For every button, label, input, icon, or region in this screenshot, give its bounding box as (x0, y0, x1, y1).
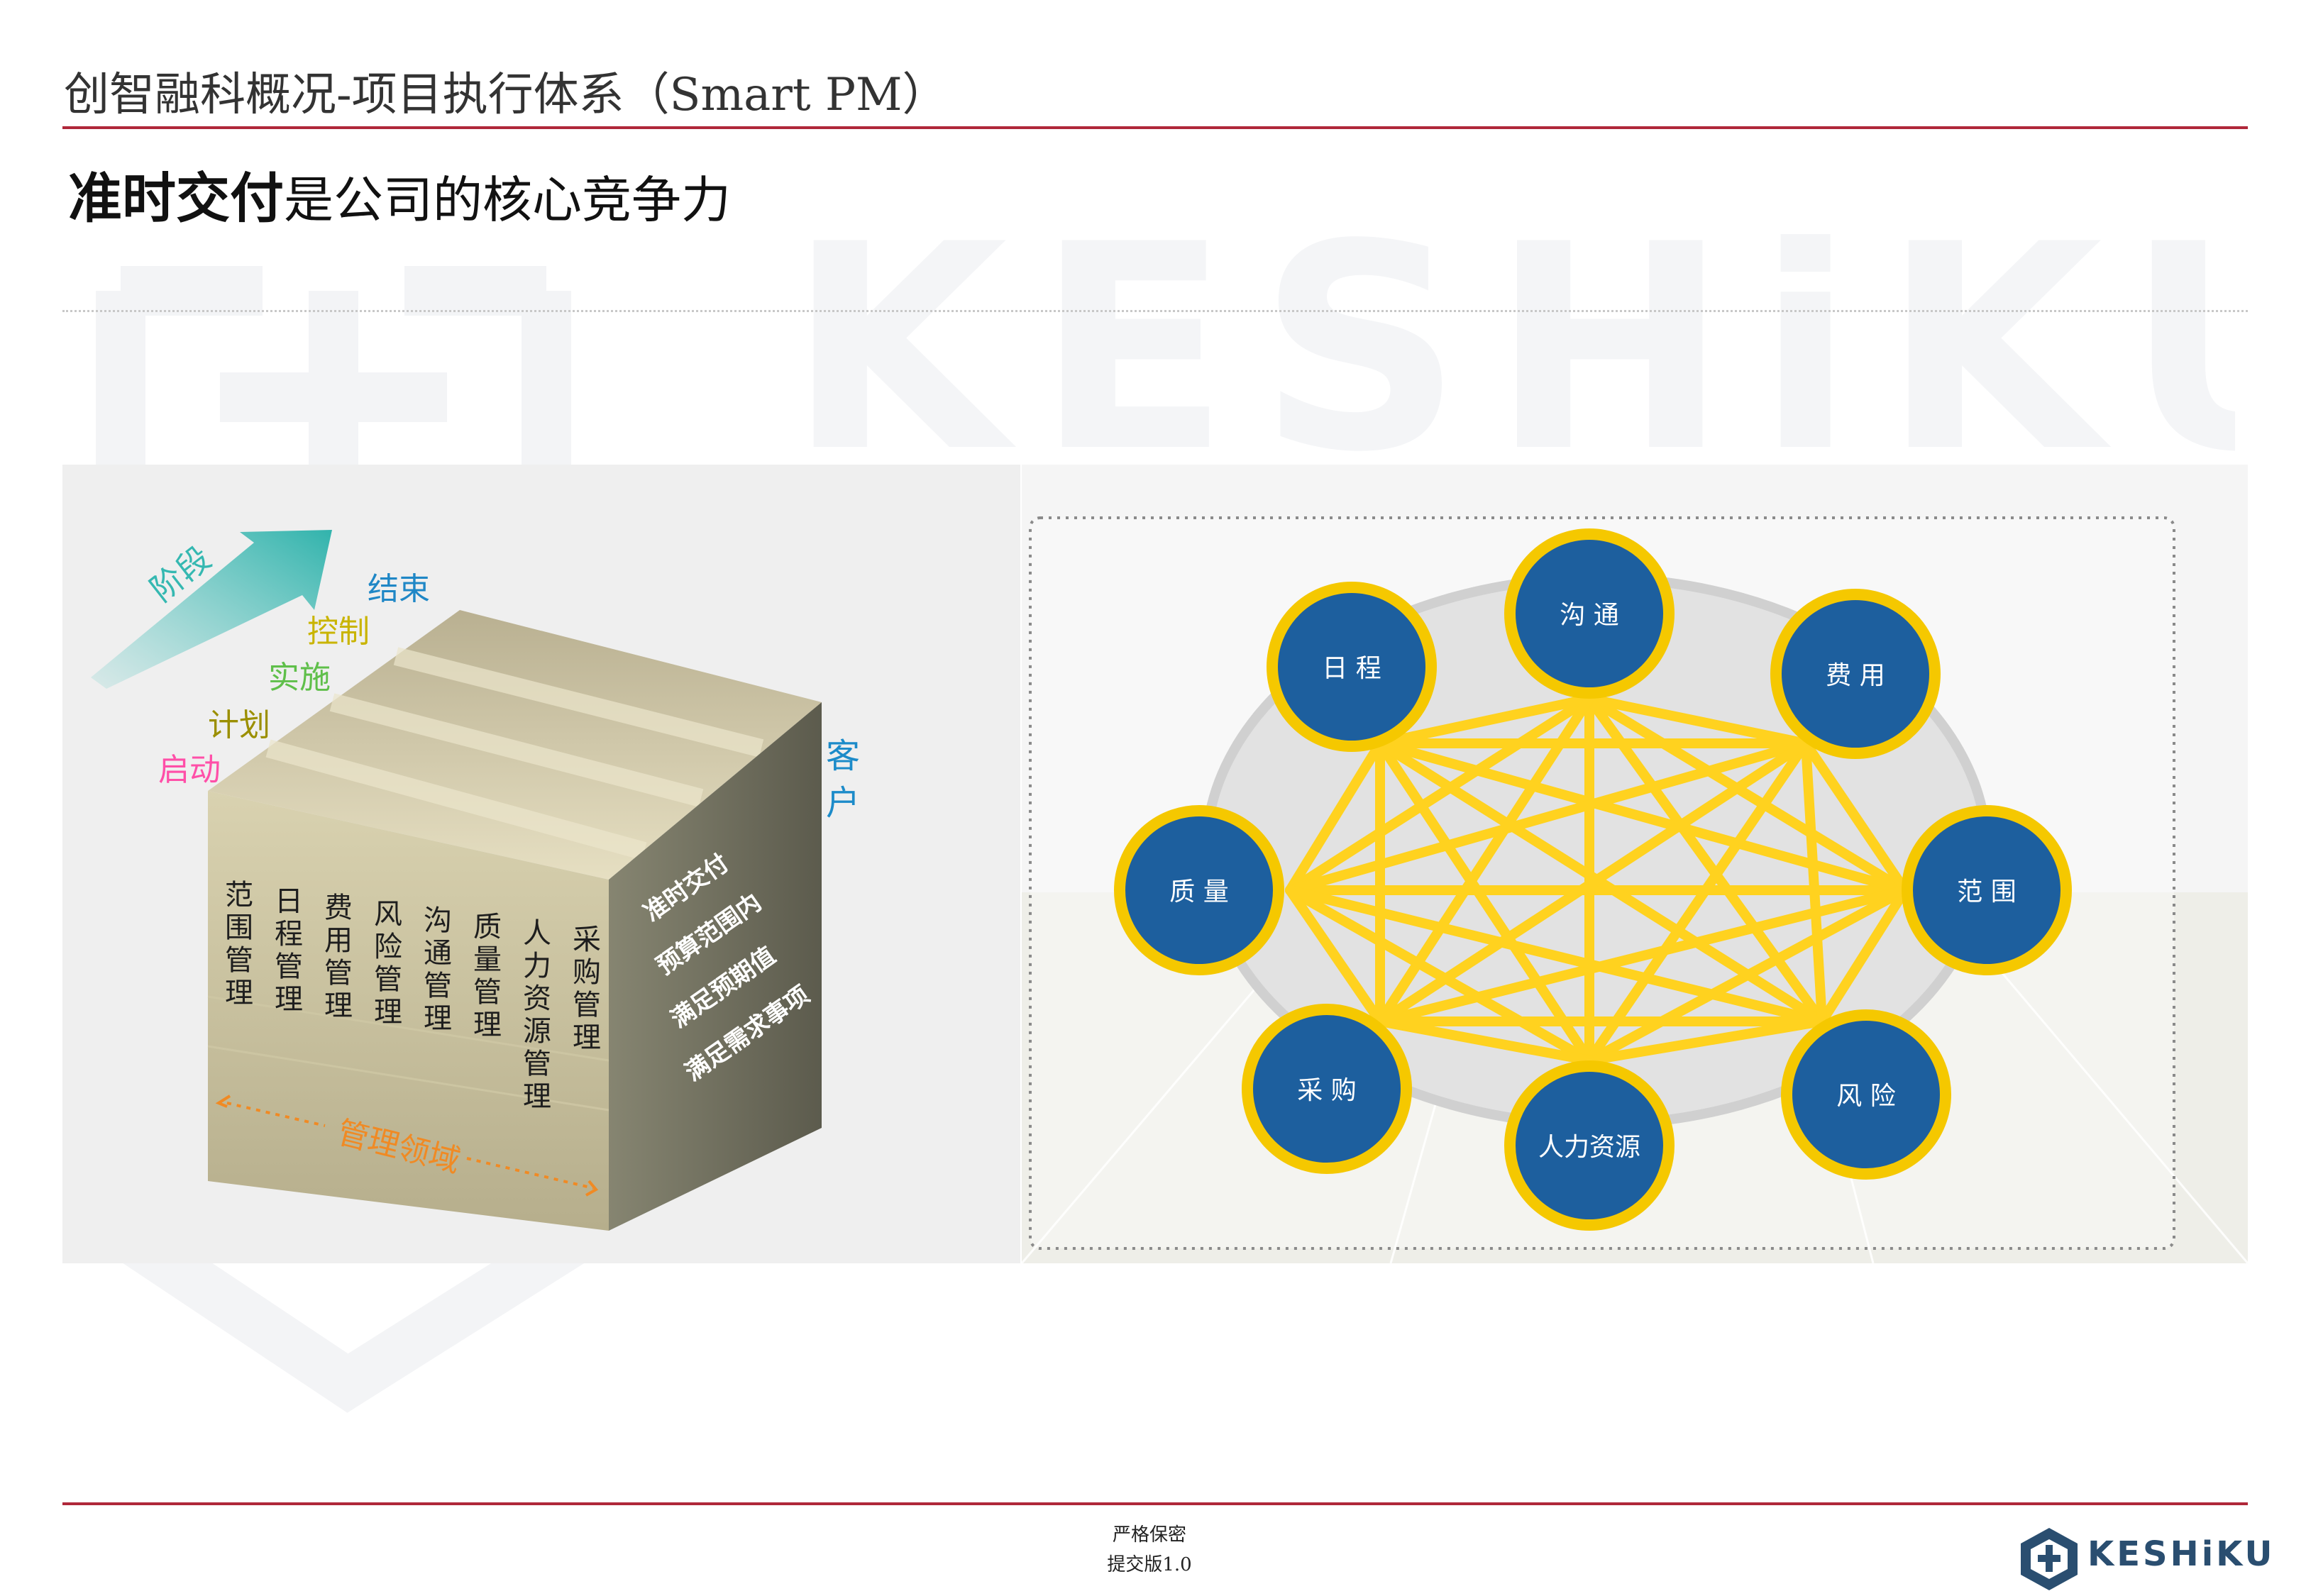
phase-label-control: 控制 (307, 614, 370, 650)
network-node (1902, 805, 2072, 975)
management-area-label: 风险管理 (369, 899, 402, 1029)
network-connector (1375, 694, 1594, 1026)
network-node (1781, 1009, 1951, 1180)
network-connector (1584, 1016, 1827, 1065)
network-connector (1584, 738, 1811, 1065)
network-connector (1375, 1016, 1594, 1065)
network-node (1242, 1004, 1412, 1174)
network-node-label: 日 程 (1322, 654, 1381, 683)
network-connector (1584, 694, 1910, 895)
subtitle-emphasis: 准时交付 (68, 167, 284, 230)
network-node (1114, 805, 1284, 975)
network-connector (1584, 694, 1811, 748)
footer-divider (62, 1502, 2248, 1505)
management-area-label: 日程管理 (270, 886, 302, 1016)
network-node (1267, 582, 1437, 752)
network-connector (1801, 738, 1910, 895)
network-connector (1817, 885, 1910, 1026)
network-connector (1285, 694, 1594, 895)
footer-confidential: 严格保密 (1112, 1524, 1186, 1546)
network-node-label: 费 用 (1826, 661, 1885, 690)
network-connector (1285, 885, 1385, 1026)
dotted-divider (62, 310, 2248, 312)
customer-label: 客户 (820, 738, 859, 831)
phase-label-execute: 实施 (268, 660, 331, 696)
keshiku-logo-icon (2021, 1528, 2078, 1590)
management-area-label: 费用管理 (319, 892, 352, 1023)
network-node-label: 人力资源 (1538, 1133, 1640, 1162)
phase-label-start: 启动 (158, 752, 221, 788)
network-node-label: 范 围 (1957, 877, 2016, 907)
phase-arrow (91, 530, 332, 689)
cube-front-bands (207, 995, 609, 1112)
network-connector (1584, 694, 1827, 1026)
cube-side-face (609, 702, 822, 1231)
management-area-label: 人力资源管理 (518, 918, 551, 1114)
cube-top-bands (265, 647, 764, 860)
subtitle-rest: 是公司的核心竞争力 (284, 171, 731, 229)
management-axis (215, 1095, 599, 1197)
management-area-labels: 范围管理日程管理费用管理风险管理沟通管理质量管理人力资源管理采购管理 (220, 880, 600, 1114)
management-area-label: 质量管理 (468, 911, 501, 1042)
network-node-label: 沟 通 (1560, 601, 1618, 630)
network-node-label: 采 购 (1297, 1076, 1356, 1105)
project-cube-diagram: 阶段 启动 计划 实施 控制 结束 客户 范围管理日程管理费用管理风险管理沟通管… (91, 530, 859, 1231)
network-connector (1375, 738, 1594, 1065)
network-connector (1285, 738, 1385, 895)
page-title: 创智融科概况-项目执行体系（Smart PM） (64, 69, 948, 121)
management-area-label: 沟通管理 (419, 905, 451, 1036)
network-connector (1801, 738, 1827, 1026)
management-area-label: 范围管理 (220, 880, 253, 1010)
network-connector (1375, 694, 1594, 748)
phase-label-close: 结束 (368, 571, 430, 607)
phase-label-plan: 计划 (208, 707, 270, 743)
page-subtitle: 准时交付是公司的核心竞争力 (68, 155, 731, 233)
title-divider (62, 126, 2248, 129)
network-connector (1285, 885, 1594, 1065)
network-node (1770, 589, 1941, 759)
network-node-label: 质 量 (1169, 877, 1228, 907)
network-connector (1375, 738, 1811, 1026)
footer-version: 提交版1.0 (1107, 1554, 1192, 1575)
logo-wordmark: KESHiKU (2087, 1534, 2275, 1574)
network-node-label: 风 险 (1836, 1082, 1895, 1111)
network-node (1504, 528, 1675, 699)
management-area-label: 采购管理 (568, 924, 600, 1055)
network-node (1504, 1060, 1675, 1231)
network-connectors (1285, 694, 1910, 1065)
